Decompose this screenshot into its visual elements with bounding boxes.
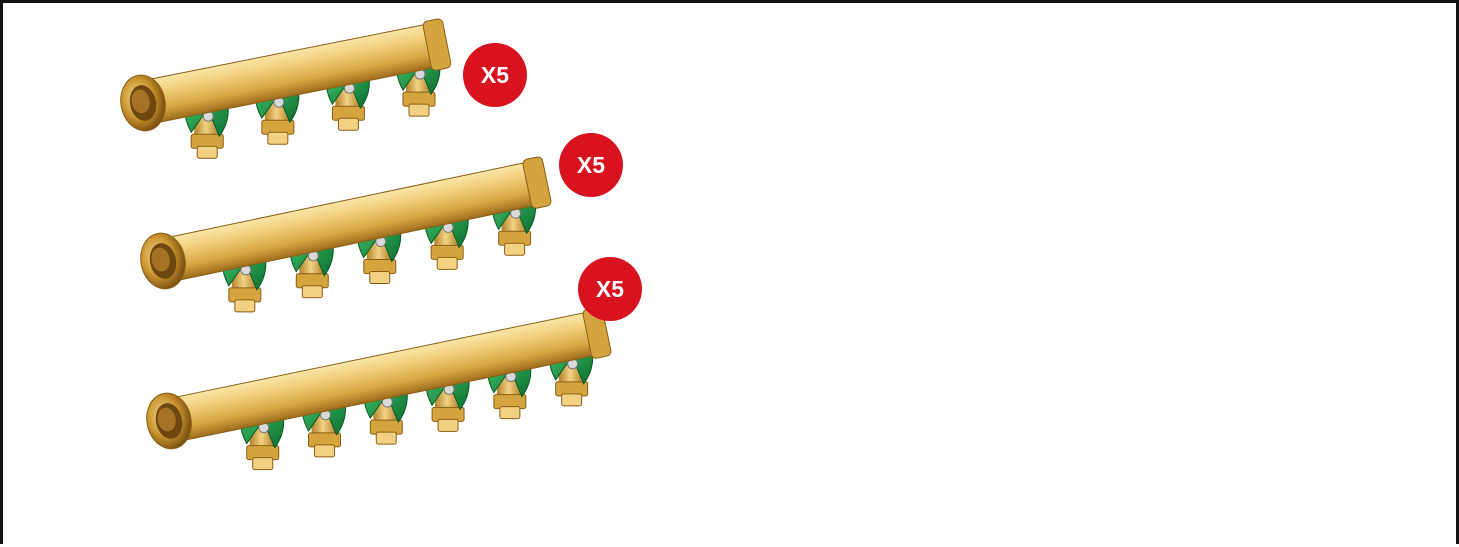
quantity-badge: X5 [463, 43, 527, 107]
manifold-6-outlet [146, 306, 612, 471]
quantity-badge: X5 [578, 257, 642, 321]
manifold-4-outlet [120, 18, 452, 159]
manifold-5-outlet [140, 156, 552, 313]
quantity-badge-label: X5 [481, 62, 509, 88]
quantity-badge-label: X5 [577, 152, 605, 178]
quantity-badge-label: X5 [596, 276, 624, 302]
quantity-badge: X5 [559, 133, 623, 197]
outlet-valve [325, 68, 370, 131]
